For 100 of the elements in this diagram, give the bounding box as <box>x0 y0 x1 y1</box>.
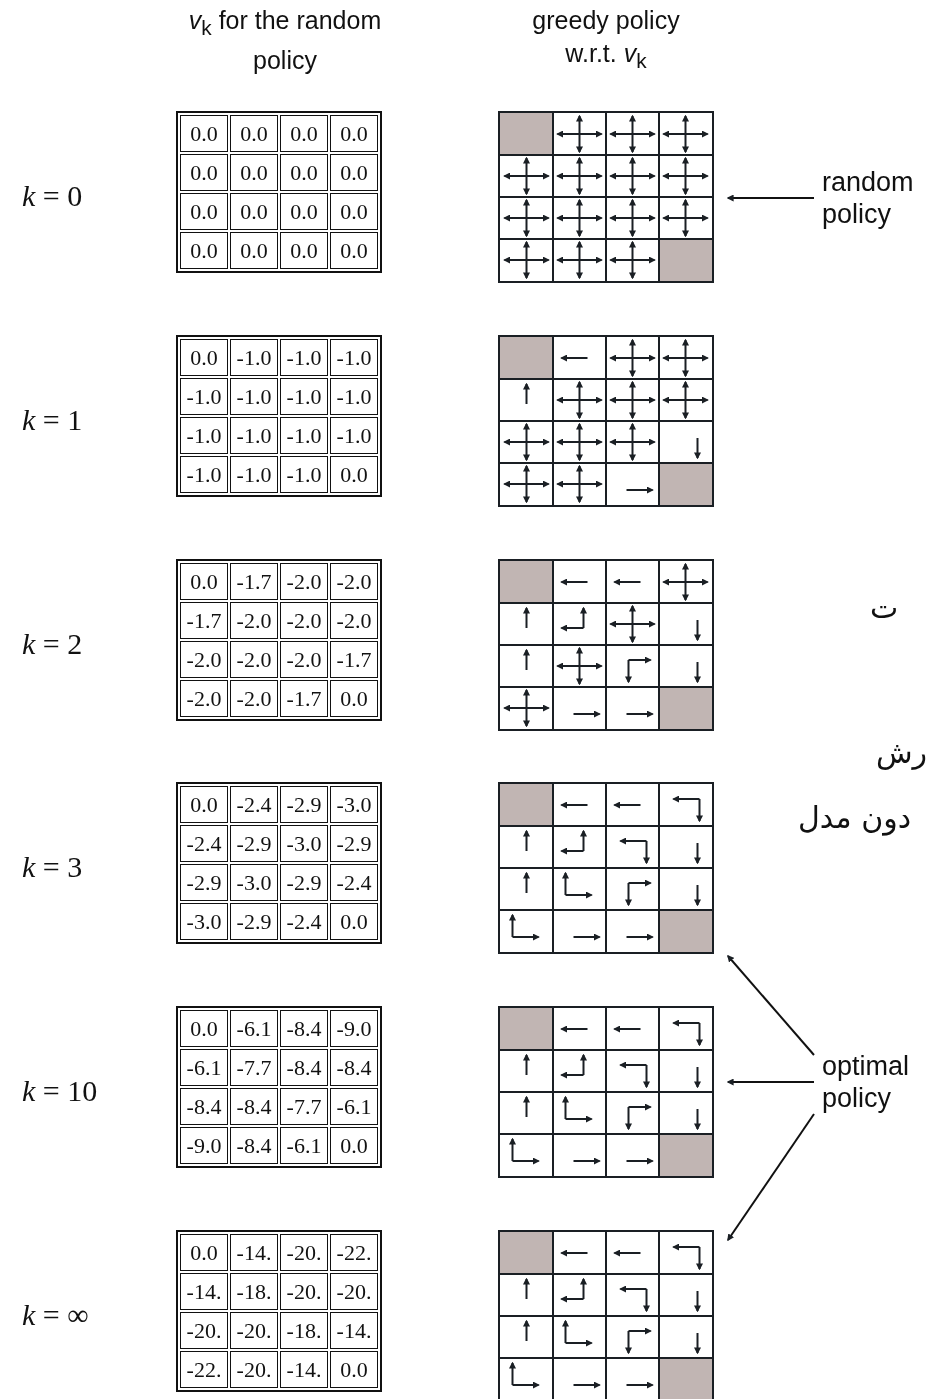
value-cell: -2.4 <box>330 864 378 901</box>
value-cell: -7.7 <box>230 1049 278 1086</box>
value-cell: 0.0 <box>330 680 378 717</box>
value-cell: 0.0 <box>180 786 228 823</box>
value-cell: 0.0 <box>180 115 228 152</box>
value-cell: -2.0 <box>280 641 328 678</box>
row-label: k = 3 <box>22 850 83 884</box>
policy-grid <box>498 782 714 954</box>
arrow <box>727 954 815 1056</box>
value-cell: 0.0 <box>330 903 378 940</box>
value-cell: 0.0 <box>180 339 228 376</box>
value-cell: -20. <box>230 1351 278 1388</box>
value-cell: 0.0 <box>330 456 378 493</box>
value-cell: -2.0 <box>180 680 228 717</box>
value-cell: -1.7 <box>330 641 378 678</box>
value-cell: -2.0 <box>330 563 378 600</box>
value-cell: -2.9 <box>280 864 328 901</box>
value-cell: -14. <box>180 1273 228 1310</box>
value-cell: -2.4 <box>180 825 228 862</box>
row-label: k = 2 <box>22 627 83 661</box>
value-cell: 0.0 <box>180 154 228 191</box>
callout-text: optimal policy <box>822 1050 922 1114</box>
row-label: k = 0 <box>22 179 83 213</box>
value-cell: -1.0 <box>230 456 278 493</box>
value-cell: -20. <box>280 1234 328 1271</box>
value-cell: -22. <box>180 1351 228 1388</box>
value-cell: -20. <box>280 1273 328 1310</box>
value-cell: -3.0 <box>280 825 328 862</box>
value-cell: -1.7 <box>280 680 328 717</box>
value-cell: 0.0 <box>330 154 378 191</box>
value-cell: 0.0 <box>280 193 328 230</box>
policy-grid <box>498 111 714 283</box>
value-cell: 0.0 <box>280 154 328 191</box>
value-cell: -6.1 <box>180 1049 228 1086</box>
policy-grid <box>498 335 714 507</box>
value-cell: -1.7 <box>230 563 278 600</box>
value-cell: -9.0 <box>180 1127 228 1164</box>
policy-grid <box>498 559 714 731</box>
arrow <box>727 1113 815 1242</box>
value-cell: -1.0 <box>280 417 328 454</box>
value-cell: -8.4 <box>280 1010 328 1047</box>
text-fragment: رش <box>876 735 927 770</box>
value-cell: -6.1 <box>280 1127 328 1164</box>
row-label: k = 1 <box>22 403 83 437</box>
value-cell: -1.0 <box>180 456 228 493</box>
value-cell: 0.0 <box>230 154 278 191</box>
value-cell: -22. <box>330 1234 378 1271</box>
value-cell: 0.0 <box>330 193 378 230</box>
value-cell: -1.0 <box>330 417 378 454</box>
column-heading: greedy policy w.r.t. v$_{k}$ <box>531 5 681 74</box>
value-cell: 0.0 <box>180 193 228 230</box>
value-cell: -18. <box>280 1312 328 1349</box>
value-cell: -8.4 <box>330 1049 378 1086</box>
value-cell: -8.4 <box>230 1127 278 1164</box>
policy-grid <box>498 1230 714 1399</box>
value-cell: -20. <box>230 1312 278 1349</box>
value-cell: -2.0 <box>280 563 328 600</box>
value-cell: -8.4 <box>230 1088 278 1125</box>
value-cell: -2.0 <box>280 602 328 639</box>
value-cell: -20. <box>330 1273 378 1310</box>
value-cell: -1.0 <box>180 417 228 454</box>
value-cell: -8.4 <box>180 1088 228 1125</box>
value-cell: 0.0 <box>330 1127 378 1164</box>
row-label: k = 10 <box>22 1074 98 1108</box>
value-cell: -6.1 <box>230 1010 278 1047</box>
value-cell: -20. <box>180 1312 228 1349</box>
value-cell: 0.0 <box>330 232 378 269</box>
value-cell: 0.0 <box>230 193 278 230</box>
value-cell: -7.7 <box>280 1088 328 1125</box>
value-cell: -2.0 <box>230 602 278 639</box>
value-cell: -2.9 <box>230 903 278 940</box>
value-cell: -2.4 <box>280 903 328 940</box>
value-cell: -1.0 <box>230 417 278 454</box>
value-cell: 0.0 <box>180 1234 228 1271</box>
text-fragment: ت <box>870 590 899 625</box>
callout-text: random policy <box>822 166 922 230</box>
value-cell: 0.0 <box>330 115 378 152</box>
value-cell: -2.9 <box>180 864 228 901</box>
value-cell: -3.0 <box>230 864 278 901</box>
value-cell: -1.7 <box>180 602 228 639</box>
arrow <box>726 194 815 202</box>
value-cell: -3.0 <box>330 786 378 823</box>
value-cell: -14. <box>330 1312 378 1349</box>
value-cell: -1.0 <box>230 378 278 415</box>
value-cell: -2.0 <box>230 680 278 717</box>
value-cell: 0.0 <box>180 1010 228 1047</box>
value-cell: 0.0 <box>330 1351 378 1388</box>
value-cell: -2.0 <box>230 641 278 678</box>
value-cell: -1.0 <box>280 339 328 376</box>
value-cell: -14. <box>280 1351 328 1388</box>
value-cell: -1.0 <box>230 339 278 376</box>
value-cell: -6.1 <box>330 1088 378 1125</box>
value-cell: -14. <box>230 1234 278 1271</box>
column-heading: v$_{k}$ for the random policy <box>187 5 383 76</box>
value-cell: -9.0 <box>330 1010 378 1047</box>
value-cell: -2.9 <box>230 825 278 862</box>
value-cell: -2.0 <box>180 641 228 678</box>
value-cell: -2.4 <box>230 786 278 823</box>
value-cell: -3.0 <box>180 903 228 940</box>
arrow <box>726 1078 815 1086</box>
